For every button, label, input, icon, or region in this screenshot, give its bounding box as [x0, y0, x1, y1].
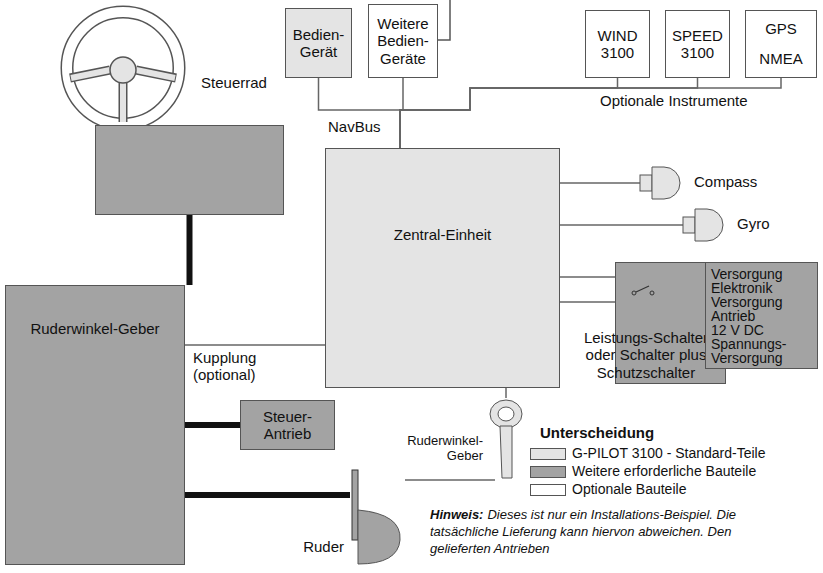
sensor-shape [487, 398, 525, 484]
cable-connector [319, 78, 401, 148]
legend-swatch [530, 484, 566, 496]
node-text: Weitere Bedien-Geräte [372, 15, 434, 67]
cable-connector [506, 388, 507, 398]
legend-swatch [530, 448, 566, 460]
instrument-box: SPEED 3100 [665, 10, 730, 78]
compass-sensor: Compass [640, 165, 686, 201]
power-supply-box: Versorgung ElektronikVersorgung Antrieb1… [705, 262, 818, 369]
steering-wheel-hub [110, 57, 136, 83]
node-text: Versorgung Elektronik [711, 267, 812, 295]
dome-shape [683, 207, 729, 243]
node-text: Bedien-Gerät [289, 26, 348, 61]
instrument-box: WIND 3100 [585, 10, 650, 78]
note-heading: Hinweis: [430, 507, 483, 522]
node-text: Versorgung Antrieb [711, 295, 812, 323]
mechanical-link [185, 425, 240, 426]
diagram-label: Optionale Instrumente [600, 92, 790, 109]
node-text: Ruder [288, 538, 344, 555]
node-text: Compass [694, 173, 774, 190]
gps-box: GPS NMEA [745, 10, 817, 78]
central-unit-box: Zentral-Einheit [325, 148, 560, 388]
cable-connector [560, 225, 683, 226]
node-text: NMEA [759, 50, 802, 67]
node-text: Leistungs-Schalter oder Schalter plus Sc… [571, 329, 721, 381]
wheel-pedestal: Steuerrad [95, 125, 284, 215]
node-text: SPEED 3100 [669, 27, 726, 62]
cable-connector [560, 183, 640, 184]
cable-connector [400, 78, 781, 148]
legend-text: Weitere erforderliche Bauteile [572, 463, 812, 479]
node-text: Zentral-Einheit [394, 226, 492, 243]
rudder: Ruder [350, 470, 405, 565]
control-unit-box: Bedien-Gerät [285, 8, 352, 78]
rudder-angle-box: Ruderwinkel-Geber [5, 285, 185, 565]
mechanical-link [189, 215, 190, 285]
steering-wheel-rim [67, 12, 179, 124]
node-text: Gyro [737, 215, 797, 232]
cable-connector [560, 277, 615, 278]
legend-text: G-PILOT 3100 - Standard-Teile [572, 445, 812, 461]
node-text: WIND 3100 [589, 27, 646, 62]
legend-title: Unterscheidung [540, 424, 690, 441]
node-text: 12 V DC Spannungs-Versorgung [711, 323, 812, 365]
steering-wheel-rim-fill [67, 12, 179, 124]
edge-label: Kupplung (optional) [193, 349, 303, 384]
gyro-sensor: Gyro [683, 207, 729, 243]
drive-unit-box: Steuer-Antrieb [240, 400, 335, 450]
cable-connector [185, 345, 325, 346]
diagram-label: NavBus [328, 118, 392, 135]
node-text: Ruderwinkel-Geber [30, 320, 159, 337]
legend-swatch [530, 466, 566, 478]
node-text: Steuer-Antrieb [244, 408, 331, 443]
note: Hinweis:Dieses ist nur ein Installations… [430, 506, 770, 557]
rudder-shape [350, 470, 405, 565]
mechanical-link [185, 495, 350, 496]
more-devices-bracket [438, 0, 450, 40]
node-text: Steuerrad [189, 74, 279, 91]
legend-text: Optionale Bauteile [572, 481, 812, 497]
cable-connector [405, 480, 495, 481]
node-text: GPS [765, 20, 797, 37]
cable-connector [560, 302, 615, 303]
rudder-sensor: Ruderwinkel-Geber [487, 398, 525, 484]
optional-control-box: Weitere Bedien-Geräte [368, 4, 438, 78]
dome-shape [640, 165, 686, 201]
node-text: Ruderwinkel-Geber [407, 434, 483, 464]
